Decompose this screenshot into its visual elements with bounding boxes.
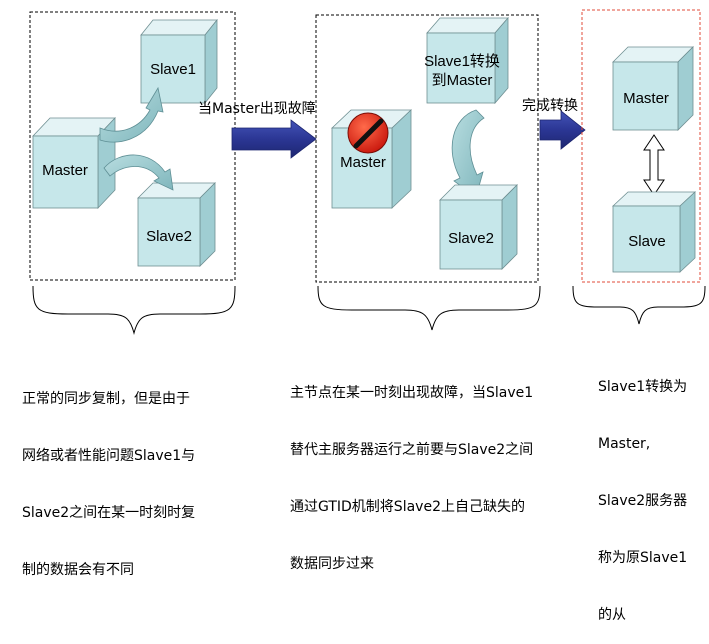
- stage-normal-sync-arrow-slave1: [99, 86, 164, 143]
- stage-normal-sync-arrow-slave2: [103, 154, 174, 191]
- stage-normal-slave1-label: Slave1: [150, 61, 196, 78]
- stage-failure-bracket: [317, 285, 541, 331]
- stage-complete-caption-line: 的从: [598, 607, 626, 623]
- stage-complete-caption-line: Slave1转换为: [598, 379, 688, 395]
- stage-complete-caption-line: 称为原Slave1: [598, 550, 688, 566]
- stage-normal-caption-line: 正常的同步复制，但是由于: [22, 391, 190, 407]
- stage-failure-master-label: Master: [340, 154, 386, 171]
- stage-normal-slave2-cube: Slave2: [137, 182, 216, 267]
- complete-arrow: [539, 110, 586, 150]
- stage-normal-slave2-label: Slave2: [146, 228, 192, 245]
- stage-complete-caption-line: Slave2服务器: [598, 493, 688, 509]
- failure-arrow-label: 当Master出现故障: [198, 101, 316, 117]
- stage-complete-master-cube: Master: [612, 46, 694, 131]
- stage-failure-frame: [315, 14, 539, 283]
- stage-normal-master-label: Master: [42, 162, 88, 179]
- stage-normal-caption-line: 制的数据会有不同: [22, 562, 134, 578]
- stage-failure-caption-line: 替代主服务器运行之前要与Slave2之间: [290, 442, 534, 458]
- stage-failure-caption: 主节点在某一时刻出现故障，当Slave1 替代主服务器运行之前要与Slave2之…: [290, 346, 533, 593]
- stage-normal-slave1-cube: Slave1: [140, 18, 218, 105]
- failover-diagram: Slave1 Master Slave2 当Master出现故障 Slave1转…: [29, 9, 706, 335]
- stage-failure-slave2-cube: Slave2: [439, 184, 518, 270]
- failure-arrow: [231, 119, 317, 159]
- stage-normal-caption-line: 网络或者性能问题Slave1与: [22, 448, 196, 464]
- stage-complete-double-arrow: [643, 134, 665, 196]
- stage-complete-bracket: [572, 285, 706, 325]
- stage-failure-sync-arrow: [451, 109, 485, 198]
- stage-complete-slave-cube: Slave: [611, 191, 697, 273]
- stage-normal-frame: [29, 11, 236, 281]
- stage-complete-caption-line: Master,: [598, 436, 651, 452]
- stage-failure-slave1-label-line2: 到Master: [432, 72, 493, 89]
- stage-complete-master-label: Master: [623, 90, 669, 107]
- stage-failure-slave1-label-line1: Slave1转换: [424, 53, 500, 70]
- stage-normal-bracket: [32, 285, 236, 335]
- failure-stop-icon: [347, 112, 389, 154]
- stage-failure-caption-line: 主节点在某一时刻出现故障，当Slave1: [290, 385, 534, 401]
- stage-failure-caption-line: 通过GTID机制将Slave2上自己缺失的: [290, 499, 525, 515]
- stage-complete-caption: Slave1转换为 Master, Slave2服务器 称为原Slave1 的从: [598, 340, 687, 644]
- stage-failure-caption-line: 数据同步过来: [290, 556, 374, 572]
- stage-failure-slave1-cube: Slave1转换 到Master: [424, 16, 509, 105]
- stage-normal-caption-line: Slave2之间在某一时刻时复: [22, 505, 196, 521]
- stage-normal-master-cube: Master: [32, 116, 116, 210]
- stage-failure-slave2-label: Slave2: [448, 230, 494, 247]
- stage-complete-slave-label: Slave: [628, 233, 666, 250]
- complete-arrow-label: 完成转换: [522, 97, 578, 114]
- stage-normal-caption: 正常的同步复制，但是由于 网络或者性能问题Slave1与 Slave2之间在某一…: [22, 352, 195, 599]
